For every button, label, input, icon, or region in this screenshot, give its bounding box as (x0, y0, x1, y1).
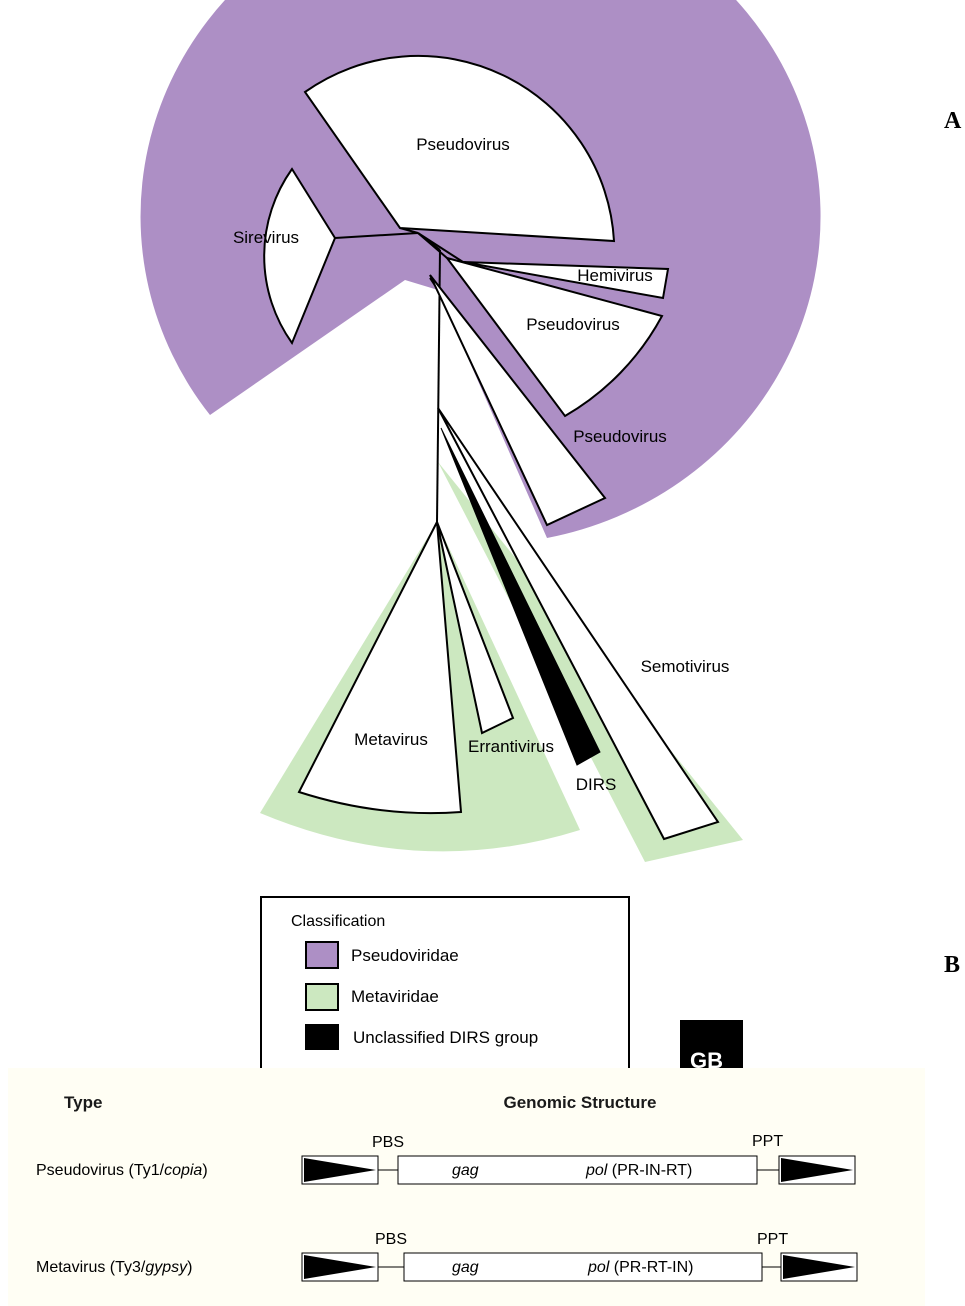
row-type-label: Pseudovirus (Ty1/copia) (36, 1162, 208, 1179)
clade-pseudovirus-mid (444, 256, 664, 418)
gag-pol-box (403, 1252, 763, 1282)
genome-row-metavirus: Metavirus (Ty3/gypsy) PBS PPT gag pol (P… (36, 1231, 858, 1282)
label-pseudovirus-top: Pseudovirus (416, 135, 510, 154)
panel-label-b: B (944, 952, 960, 978)
pol-label: pol (PR-RT-IN) (587, 1259, 694, 1276)
legend-label-dirs: Unclassified DIRS group (353, 1028, 538, 1047)
ltr-left-arrow (304, 1255, 376, 1279)
genome-row-pseudovirus: Pseudovirus (Ty1/copia) PBS PPT gag pol … (36, 1133, 856, 1185)
label-semotivirus: Semotivirus (641, 657, 730, 676)
clade-hemivirus (462, 261, 670, 300)
panel-label-a: A (944, 108, 962, 134)
label-hemivirus: Hemivirus (577, 266, 653, 285)
clade-errantivirus (436, 521, 515, 735)
legend: Classification Pseudoviridae Metaviridae… (260, 896, 630, 1070)
genome-panel: Type Genomic Structure Pseudovirus (Ty1/… (8, 1068, 925, 1306)
label-pseudovirus-low: Pseudovirus (573, 427, 667, 446)
gag-pol-box (397, 1155, 758, 1185)
genome-header-type: Type (64, 1093, 102, 1112)
legend-swatch-pseudoviridae (305, 941, 339, 969)
legend-label-metaviridae: Metaviridae (351, 987, 439, 1006)
ltr-right-arrow (781, 1158, 853, 1182)
label-dirs: DIRS (576, 775, 617, 794)
clade-semotivirus (437, 407, 720, 841)
legend-swatch-dirs (305, 1024, 339, 1050)
gag-label: gag (452, 1162, 479, 1179)
ltr-left-arrow (304, 1158, 376, 1182)
phylogenetic-tree: Pseudovirus Sirevirus Hemivirus Pseudovi… (140, 0, 821, 862)
gag-label: gag (452, 1259, 479, 1276)
label-sirevirus: Sirevirus (233, 228, 299, 247)
ltr-right-arrow (783, 1255, 855, 1279)
clade-pseudovirus-top (303, 54, 616, 243)
clade-sirevirus (263, 167, 337, 346)
legend-swatch-metaviridae (305, 983, 339, 1011)
clade-pseudovirus-low (429, 274, 607, 527)
label-pseudovirus-mid: Pseudovirus (526, 315, 620, 334)
pol-label: pol (PR-IN-RT) (585, 1162, 692, 1179)
label-metavirus: Metavirus (354, 730, 428, 749)
logo-block (680, 1020, 743, 1072)
label-errantivirus: Errantivirus (468, 737, 554, 756)
ppt-label: PPT (757, 1231, 788, 1248)
pbs-label: PBS (375, 1231, 407, 1248)
clade-metavirus (297, 518, 463, 815)
legend-title: Classification (291, 913, 385, 930)
journal-logo: GB (680, 1020, 743, 1073)
ppt-label: PPT (752, 1133, 783, 1150)
clade-dirs (440, 427, 601, 766)
row-type-label: Metavirus (Ty3/gypsy) (36, 1259, 192, 1276)
pbs-label: PBS (372, 1134, 404, 1151)
genome-header-structure: Genomic Structure (503, 1093, 656, 1112)
legend-label-pseudoviridae: Pseudoviridae (351, 946, 459, 965)
